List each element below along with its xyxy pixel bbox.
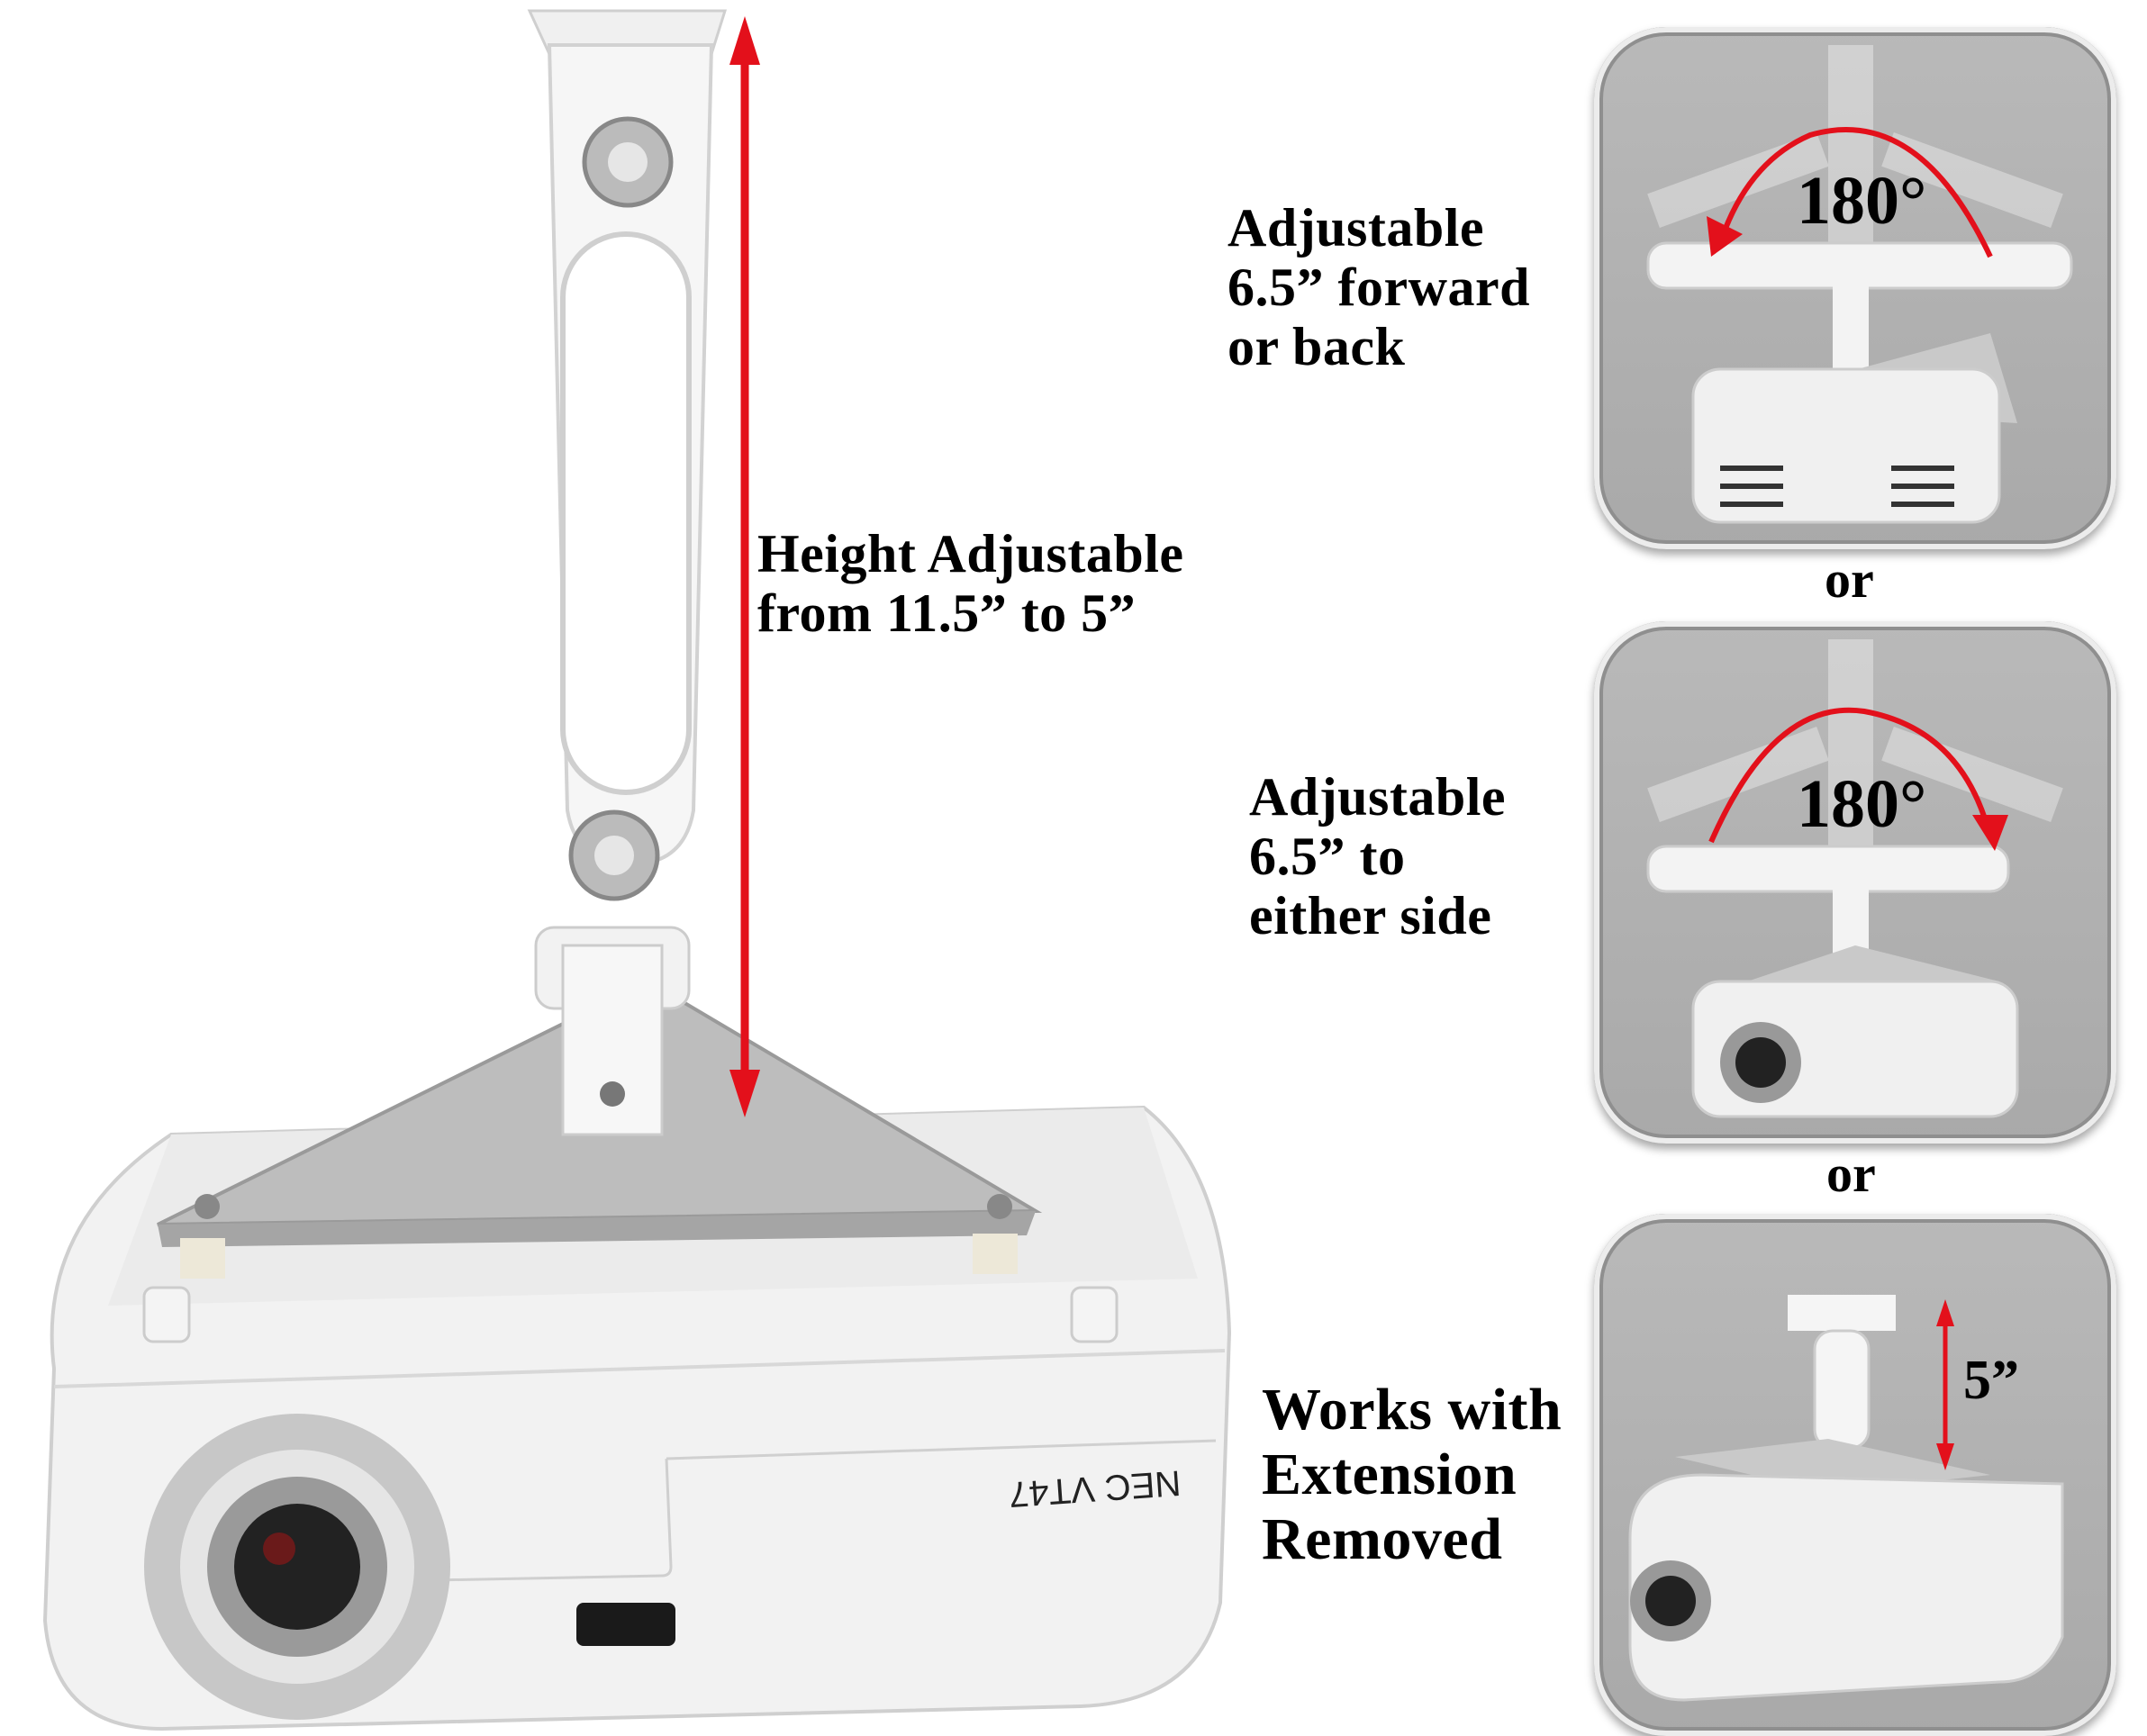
extension-caption: Works with Extension Removed [1262,1378,1562,1572]
height-arrow [729,16,760,1117]
caption-line: Adjustable [1228,198,1485,258]
angle-label: 180° [1797,766,1927,842]
forward-back-caption: Adjustable 6.5” forward or back [1228,198,1530,376]
forward-back-panel: 180° [1594,27,2116,549]
height-caption-line: Height Adjustable [757,524,1184,583]
lens [234,1504,360,1630]
or-separator: or [1826,1144,1876,1203]
rotation-arrow [1717,127,1993,258]
caption-line: 6.5” forward [1228,258,1530,317]
extension-arm [527,9,728,1136]
caption-line: Extension [1262,1442,1517,1507]
no-extension-panel: 5” [1594,1214,2116,1736]
height-caption: Height Adjustable from 11.5” to 5” [757,524,1184,643]
height-arrow [1936,1299,1954,1470]
side-caption: Adjustable 6.5” to either side [1249,767,1506,945]
angle-label: 180° [1797,163,1927,239]
caption-line: Adjustable [1249,767,1507,827]
caption-line: 6.5” to [1249,827,1406,886]
caption-line: Works with [1262,1377,1563,1442]
caption-line: Removed [1262,1506,1503,1572]
height-label: 5” [1963,1350,2019,1411]
caption-line: or back [1228,317,1406,376]
rotation-arrow [1708,707,1993,844]
projector-mount-photo [42,9,1232,1731]
or-separator: or [1825,550,1874,609]
side-panel: 180° [1594,621,2116,1144]
caption-line: either side [1249,886,1492,945]
height-caption-line: from 11.5” to 5” [757,583,1137,643]
